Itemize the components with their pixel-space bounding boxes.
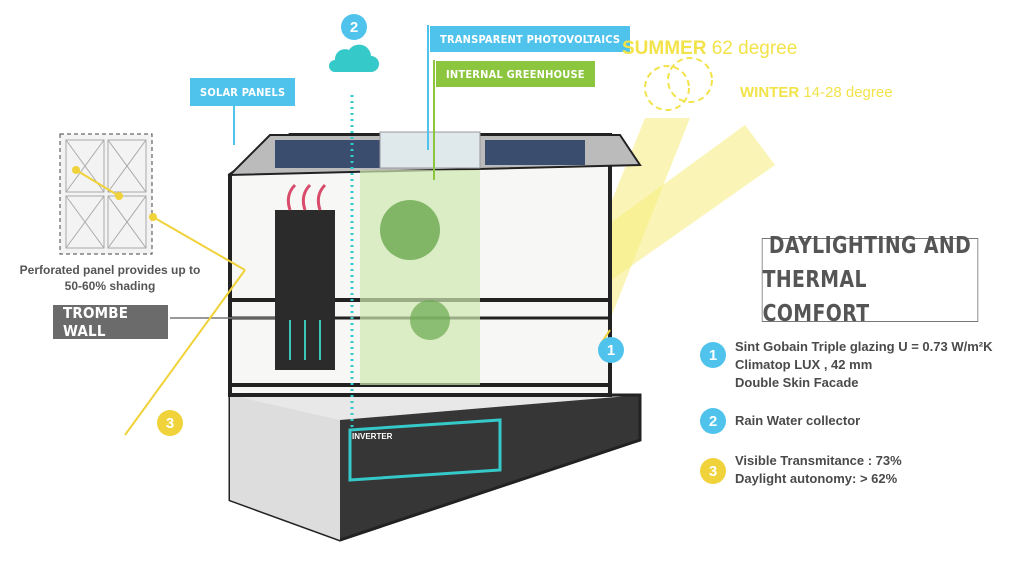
legend-marker-3: 3 xyxy=(700,458,726,484)
legend-1-line2: Climatop LUX , 42 mm xyxy=(735,357,873,372)
solar-panels-label: SOLAR PANELS xyxy=(190,78,296,106)
rain-cloud-icon xyxy=(329,44,379,72)
glass-roof xyxy=(379,131,481,169)
legend-3-line1: Visible Transmitance : 73% xyxy=(735,453,902,468)
perforated-panel-caption-line2: 50-60% shading xyxy=(64,279,156,293)
inverter-label: INVERTER xyxy=(352,432,393,441)
title-line2: THERMAL COMFORT xyxy=(762,267,870,327)
legend-1-line1: Sint Gobain Triple glazing U = 0.73 W/m²… xyxy=(735,339,993,354)
water-tank xyxy=(348,418,502,482)
legend-marker-1: 1 xyxy=(700,342,726,368)
summer-label: SUMMER xyxy=(622,38,707,59)
winter-sun-icon xyxy=(667,57,713,103)
solar-panel-right xyxy=(485,140,585,165)
rain-marker-2: 2 xyxy=(341,14,367,40)
perforated-panel-caption-line1: Perforated panel provides up to xyxy=(19,263,201,277)
title-line1: DAYLIGHTING AND xyxy=(768,233,972,259)
transmittance-marker-3: 3 xyxy=(157,410,183,436)
trombe-wall-label: TROMBE WALL xyxy=(53,304,168,340)
legend-3-line2: Daylight autonomy: > 62% xyxy=(735,471,898,486)
legend-item-1: Sint Gobain Triple glazing U = 0.73 W/m²… xyxy=(735,338,993,392)
summer-sun-icon xyxy=(644,65,690,111)
facade-marker-1: 1 xyxy=(598,337,624,363)
winter-value: 14-28 degree xyxy=(803,84,893,101)
perforated-panel-sample xyxy=(59,133,153,255)
summer-angle-label: SUMMER 62 degree xyxy=(622,38,797,60)
transparent-photovoltaics-label: TRANSPARENT PHOTOVOLTAICS xyxy=(430,26,631,52)
solar-panel-left xyxy=(275,140,380,168)
title-box: DAYLIGHTING AND THERMAL COMFORT xyxy=(761,233,979,327)
legend-1-line3: Double Skin Facade xyxy=(735,375,859,390)
winter-label: WINTER xyxy=(740,84,800,101)
summer-value: 62 degree xyxy=(711,38,798,59)
perforated-panel-caption: Perforated panel provides up to 50-60% s… xyxy=(0,262,220,294)
internal-greenhouse-label: INTERNAL GREENHOUSE xyxy=(436,61,595,87)
legend-2-line1: Rain Water collector xyxy=(735,413,861,428)
basement-side xyxy=(230,395,340,540)
legend-marker-2: 2 xyxy=(700,408,726,434)
legend-item-2: Rain Water collector xyxy=(735,412,860,430)
winter-angle-label: WINTER 14-28 degree xyxy=(740,84,893,101)
legend-item-3: Visible Transmitance : 73% Daylight auto… xyxy=(735,452,902,488)
